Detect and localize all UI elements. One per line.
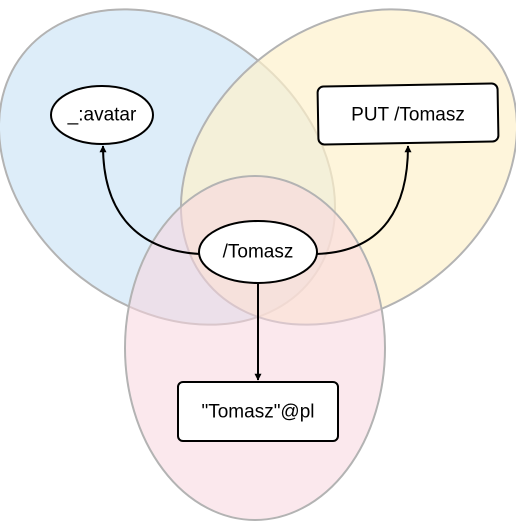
node-avatar[interactable]: _:avatar: [50, 85, 154, 145]
edge-to-put: [315, 145, 412, 255]
node-put-shape: [316, 82, 500, 146]
edge-to-avatar: [99, 145, 201, 255]
node-put[interactable]: PUT /Tomasz: [316, 82, 500, 146]
node-literal[interactable]: "Tomasz"@pl: [177, 381, 339, 442]
node-center-label: /Tomasz: [223, 242, 294, 263]
node-center[interactable]: /Tomasz: [198, 220, 318, 284]
node-put-label: PUT /Tomasz: [351, 105, 465, 126]
node-center-shape: [198, 220, 318, 284]
node-literal-label: "Tomasz"@pl: [201, 402, 314, 423]
node-avatar-shape: [50, 85, 154, 145]
node-avatar-label: _:avatar: [67, 105, 137, 126]
node-literal-shape: [177, 381, 339, 442]
edges: [99, 145, 412, 381]
